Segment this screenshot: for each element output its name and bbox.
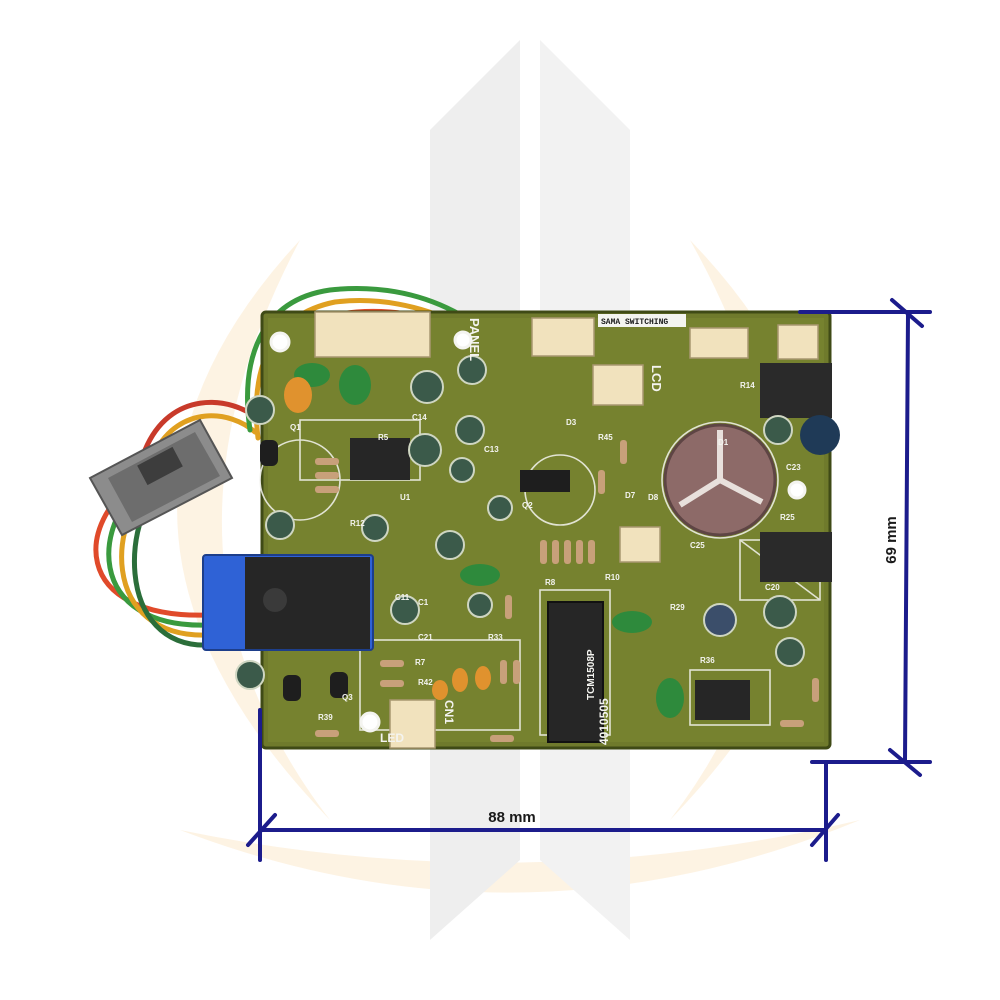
led-silk-label: LED — [380, 731, 404, 745]
panel-silk-label: PANEL — [467, 318, 482, 361]
component-designator-label: R14 — [740, 381, 755, 390]
component-designator-label: D1 — [718, 438, 729, 447]
component-designator-label: C14 — [412, 413, 427, 422]
main-header-connector — [314, 311, 431, 358]
component-designator-label: Q1 — [290, 423, 301, 432]
component-designator-label: R29 — [670, 603, 685, 612]
component-designator-label: C13 — [484, 445, 499, 454]
small-components — [235, 355, 819, 742]
component-designator-label: R36 — [700, 656, 715, 665]
mounting-hole-icon — [453, 330, 473, 350]
led-connector — [389, 699, 436, 749]
mid-connector — [619, 526, 661, 563]
component-designator-label: D3 — [566, 418, 577, 427]
header-silk-label: SAMA SWITCHING — [601, 318, 668, 327]
lcd-silk-label: LCD — [649, 365, 664, 392]
corner-connector — [777, 324, 819, 360]
top-right-connector — [689, 327, 749, 359]
panel-connector — [531, 317, 595, 357]
component-designator-label: C21 — [418, 633, 433, 642]
width-dimension — [246, 708, 840, 862]
mounting-hole-icon — [359, 711, 381, 733]
component-designator-label: U1 — [400, 493, 411, 502]
mounting-hole-icon — [787, 480, 807, 500]
height-dimension — [798, 298, 932, 777]
silkscreen-text: PANEL LCD CN1 LED 4010505 TCM1508P SAMA … — [290, 314, 801, 745]
component-designator-label: C11 — [395, 593, 410, 602]
width-dimension-label: 88 mm — [488, 809, 536, 826]
component-designator-label: D8 — [648, 493, 659, 502]
blue-relay — [202, 554, 374, 651]
component-designator-label: Q3 — [342, 693, 353, 702]
component-designator-label: R10 — [605, 573, 620, 582]
component-designator-label: R12 — [350, 519, 365, 528]
component-designator-label: R39 — [318, 713, 333, 722]
component-designator-label: R7 — [415, 658, 426, 667]
component-designator-label: D7 — [625, 491, 636, 500]
component-designator-label: R8 — [545, 578, 556, 587]
mounting-hole-icon — [269, 331, 291, 353]
component-designator-label: Q2 — [522, 501, 533, 510]
component-designator-label: C20 — [765, 583, 780, 592]
component-designator-label: R45 — [598, 433, 613, 442]
component-designator-label: R25 — [780, 513, 795, 522]
ic-marking-label: TCM1508P — [586, 649, 597, 700]
lcd-connector — [592, 364, 644, 406]
rj11-jack — [88, 418, 234, 537]
component-designator-label: R33 — [488, 633, 503, 642]
board-code-label: 4010505 — [597, 698, 611, 745]
integrated-circuits — [350, 363, 832, 743]
component-designator-label: R5 — [378, 433, 389, 442]
component-designator-label: C25 — [690, 541, 705, 550]
height-dimension-label: 69 mm — [883, 516, 900, 564]
component-designator-label: C23 — [786, 463, 801, 472]
large-capacitor — [663, 415, 840, 537]
cn1-silk-label: CN1 — [442, 700, 456, 724]
component-designator-label: R42 — [418, 678, 433, 687]
component-designator-label: C1 — [418, 598, 429, 607]
connector-headers — [314, 311, 819, 749]
header-silk-box — [598, 314, 686, 327]
